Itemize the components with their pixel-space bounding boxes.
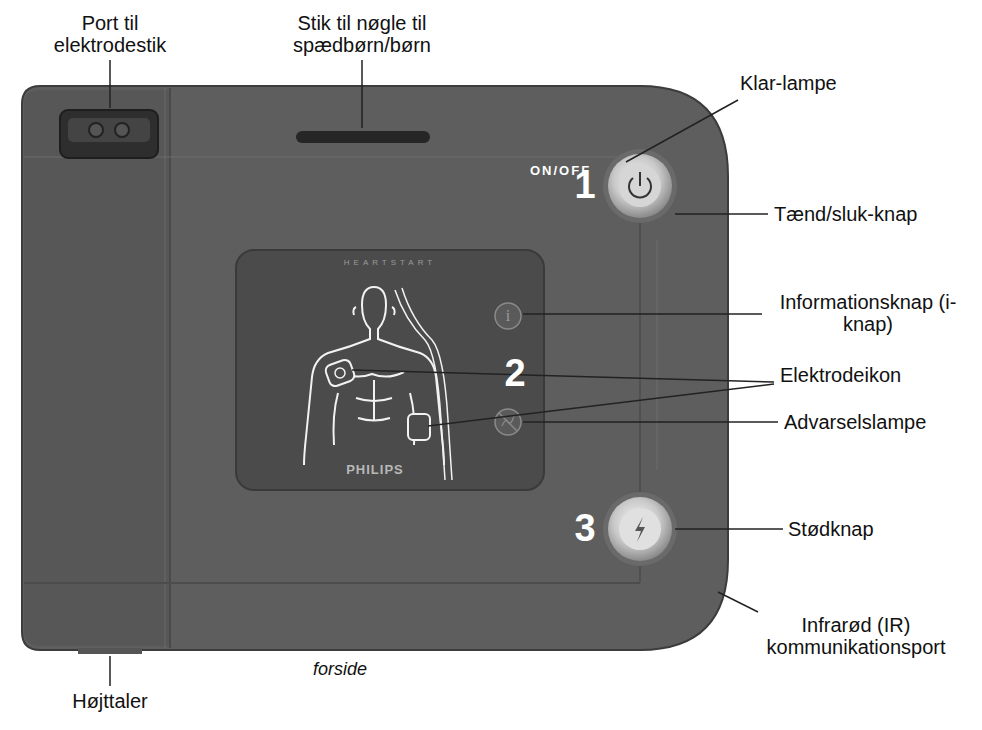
brand-text: PHILIPS — [320, 462, 430, 477]
shock-button — [608, 497, 672, 561]
part-label: Stødknap — [788, 518, 968, 540]
part-label: Elektrodeikon — [780, 364, 970, 386]
electrode-port — [60, 110, 158, 158]
callout-number: 3 — [570, 507, 600, 549]
callout-number: 2 — [500, 352, 530, 394]
torso-figure — [304, 287, 452, 480]
view-caption: forside — [280, 658, 400, 680]
panel-text: HEARTSTART — [300, 258, 480, 268]
power-button — [608, 154, 672, 218]
housing-left-band — [24, 90, 170, 646]
part-label: Højttaler — [50, 690, 170, 712]
part-label: Port til elektrodestik — [40, 12, 180, 56]
key-slot — [296, 131, 430, 143]
electrode-pad-icon — [408, 414, 430, 440]
part-label: Tænd/sluk-knap — [774, 203, 974, 225]
button-text: ON/OFF — [530, 163, 610, 178]
housing — [22, 86, 728, 650]
instruction-panel — [236, 250, 544, 490]
leader-lines — [110, 60, 783, 686]
electrode-pad-icon — [324, 358, 356, 388]
button-text: i — [498, 305, 518, 327]
part-label: Klar-lampe — [740, 72, 900, 94]
part-label: Informationsknap (i-knap) — [768, 291, 968, 335]
part-label: Infrarød (IR) kommunikationsport — [736, 614, 976, 658]
speaker — [78, 648, 142, 654]
part-label: Advarselslampe — [784, 411, 974, 433]
warning-lamp — [495, 409, 521, 435]
part-label: Stik til nøgle til spædbørn/børn — [262, 12, 462, 56]
info-button — [495, 303, 521, 329]
callout-number: 1 — [570, 164, 600, 206]
